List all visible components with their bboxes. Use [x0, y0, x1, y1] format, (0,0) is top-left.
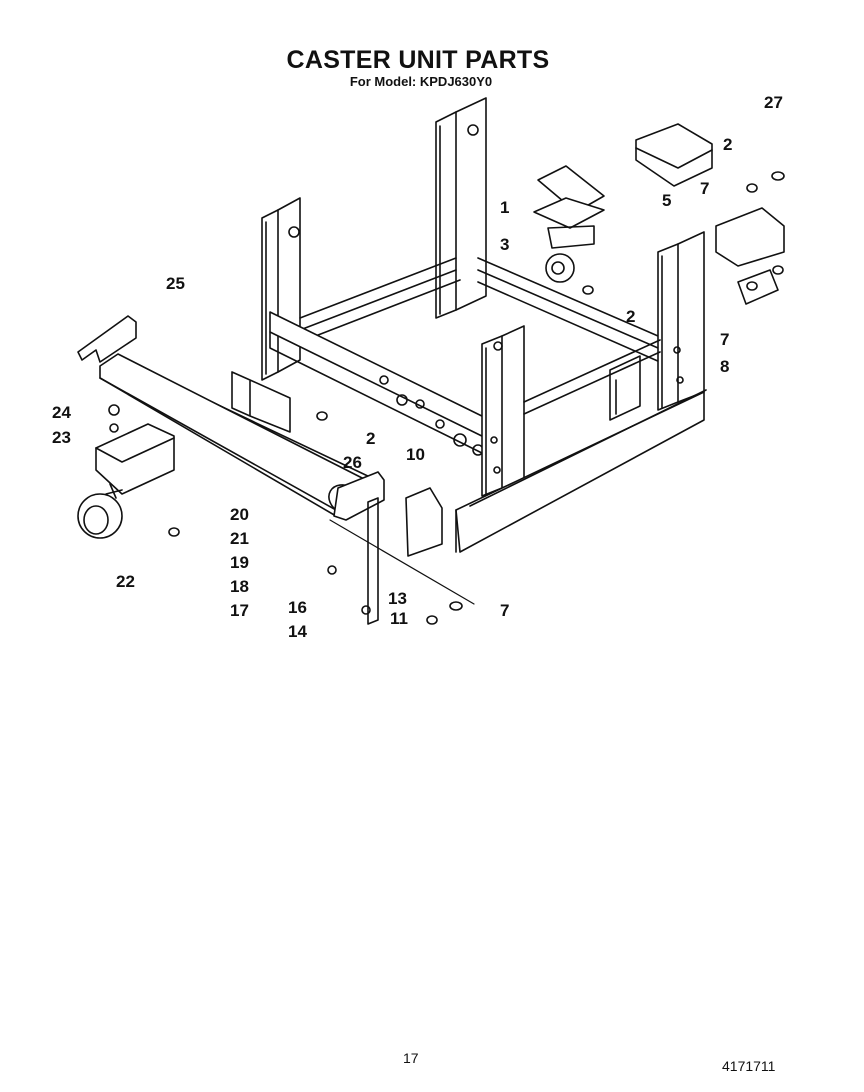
- callout-17: 17: [230, 601, 249, 620]
- frame-right-rail: [477, 257, 661, 363]
- callout-8: 8: [720, 357, 730, 376]
- callout-16: 16: [288, 598, 307, 617]
- part-25-bracket: [77, 315, 137, 363]
- callout-2b: 2: [626, 307, 636, 326]
- frame-inner-panel: [609, 355, 641, 421]
- part-17-end-bracket: [333, 471, 385, 521]
- frame-left-crossmember: [269, 311, 491, 457]
- frame-front-left-post: [481, 325, 525, 497]
- callout-23: 23: [52, 428, 71, 447]
- part-5-plate: [715, 207, 785, 267]
- part-10-side-plate: [405, 487, 443, 557]
- fasteners: [168, 171, 785, 625]
- part-22-ball-caster: [77, 483, 123, 539]
- callout-11: 11: [390, 609, 408, 628]
- callout-18: 18: [230, 577, 249, 596]
- callout-14: 14: [288, 622, 307, 641]
- frame-rear-right-post: [435, 97, 487, 319]
- callout-2c: 2: [366, 429, 376, 448]
- callout-21: 21: [230, 529, 249, 548]
- callout-10: 10: [406, 445, 425, 464]
- part-27-bracket: [635, 123, 713, 187]
- callout-5: 5: [662, 191, 672, 210]
- part-1-caster-assembly: [533, 165, 605, 283]
- model-subtitle: For Model: KPDJ630Y0: [349, 74, 493, 89]
- guide-line: [329, 519, 475, 605]
- callout-13: 13: [388, 589, 407, 608]
- callout-22: 22: [116, 572, 135, 591]
- callout-7c: 7: [500, 601, 510, 620]
- frame-front-right-post: [657, 231, 705, 411]
- frame-front-rail: [523, 339, 661, 415]
- callout-19: 19: [230, 553, 249, 572]
- callout-20: 20: [230, 505, 249, 524]
- callout-1: 1: [500, 198, 510, 217]
- page-number: 17: [403, 1050, 419, 1066]
- frame-rear-left-post: [261, 197, 301, 381]
- frame-left-bracket: [231, 371, 291, 433]
- frame-rear-rail: [299, 257, 461, 343]
- callout-26: 26: [343, 453, 362, 472]
- callout-7b: 7: [720, 330, 730, 349]
- callout-7: 7: [700, 179, 710, 198]
- callout-25: 25: [166, 274, 185, 293]
- callout-2: 2: [723, 135, 733, 154]
- part-23-caster-mount: [95, 404, 175, 495]
- part-8-plate: [737, 269, 779, 305]
- kick-plate: [455, 389, 707, 553]
- callout-27: 27: [764, 93, 783, 112]
- page-title: CASTER UNIT PARTS: [286, 46, 550, 74]
- callout-24: 24: [52, 403, 71, 422]
- document-number: 4171711: [722, 1058, 776, 1074]
- callout-3: 3: [500, 235, 510, 254]
- part-13-bracket: [367, 497, 379, 625]
